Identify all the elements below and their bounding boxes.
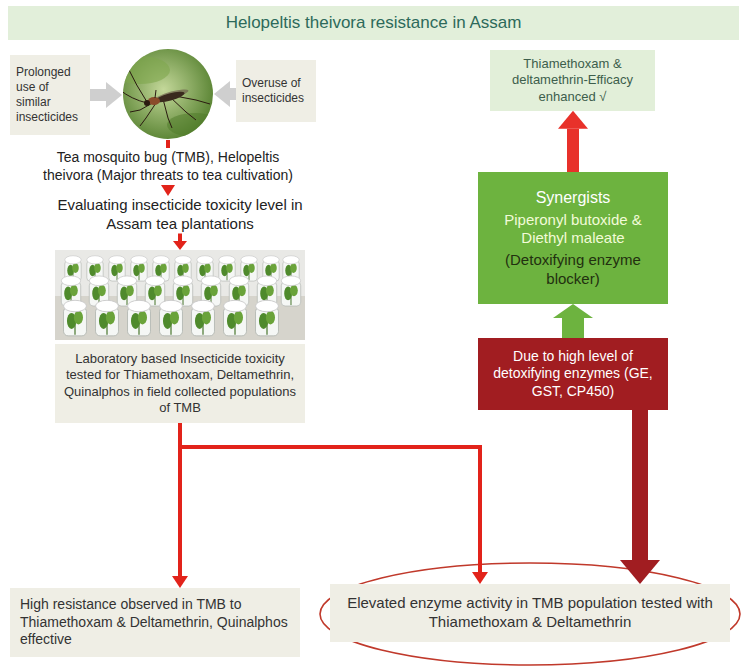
node-text: Laboratory based Insecticide toxicity te… bbox=[55, 344, 305, 423]
node-text: Overuse of insecticides bbox=[242, 76, 310, 106]
title-band: Helopeltis theivora resistance in Assam bbox=[8, 6, 739, 40]
node-subtext: Piperonyl butoxide & Diethyl maleate bbox=[488, 211, 658, 249]
arrow-head bbox=[172, 576, 188, 588]
connector-line bbox=[562, 318, 584, 338]
lab-node: Laboratory based Insecticide toxicity te… bbox=[55, 250, 305, 423]
node-text: Elevated enzyme activity in TMB populati… bbox=[342, 594, 718, 632]
jar bbox=[192, 300, 215, 336]
arrow-head bbox=[553, 304, 593, 318]
connector-line bbox=[90, 89, 106, 101]
jar bbox=[145, 276, 164, 306]
node-text: Evaluating insecticide toxicity level in… bbox=[44, 196, 316, 234]
arrow-head bbox=[472, 572, 488, 584]
step-text: Evaluating insecticide toxicity level in… bbox=[40, 196, 320, 234]
jar bbox=[160, 300, 183, 336]
cause-box: Prolonged use of similar insecticides bbox=[10, 55, 90, 135]
node-text: Tea mosquito bug (TMB), Helopeltis theiv… bbox=[33, 148, 303, 185]
flow-arrow bbox=[173, 234, 187, 251]
node-text: Due to high level of detoxifying enzymes… bbox=[488, 348, 658, 401]
arrow-head bbox=[161, 185, 175, 196]
node-text: Prolonged use of similar insecticides bbox=[16, 65, 84, 125]
diagram-title: Helopeltis theivora resistance in Assam bbox=[226, 12, 522, 33]
connector-line bbox=[632, 410, 648, 560]
node-text: Synergists bbox=[488, 188, 658, 208]
insect-horn bbox=[155, 90, 156, 98]
jar bbox=[96, 300, 119, 336]
jar bbox=[224, 300, 247, 336]
block-arrow bbox=[558, 111, 588, 172]
jar bbox=[128, 300, 151, 336]
arrow-head bbox=[558, 111, 588, 129]
connector-line bbox=[178, 234, 182, 242]
arrow-head bbox=[106, 82, 122, 108]
insect-figure bbox=[110, 56, 223, 137]
leaf-blur bbox=[167, 113, 223, 137]
node-text: High resistance observed in TMB to Thiam… bbox=[20, 596, 290, 649]
arrow-head bbox=[620, 560, 660, 584]
arrow-head bbox=[214, 81, 230, 107]
connector-line bbox=[180, 423, 480, 572]
node-subtext: (Detoxifying enzyme blocker) bbox=[488, 251, 658, 289]
flow-arrow bbox=[180, 423, 488, 584]
jar bbox=[256, 300, 279, 336]
synergist-box: SynergistsPiperonyl butoxide & Diethyl m… bbox=[478, 172, 668, 304]
connector-line bbox=[567, 129, 579, 172]
cause-box: Overuse of insecticides bbox=[236, 60, 316, 122]
jar bbox=[64, 300, 87, 336]
block-arrow bbox=[620, 410, 660, 584]
insect-head bbox=[144, 100, 150, 106]
block-arrow bbox=[553, 304, 593, 338]
block-arrow bbox=[90, 82, 122, 108]
insect-legs bbox=[120, 68, 210, 128]
node-text: Thiamethoxam & deltamethrin-Efficacy enh… bbox=[498, 56, 647, 105]
jar-row bbox=[64, 300, 279, 336]
leaf-blur bbox=[110, 56, 170, 84]
photo-node: Tea mosquito bug (TMB), Helopeltis theiv… bbox=[122, 48, 214, 140]
block-arrow bbox=[214, 81, 236, 107]
jar bbox=[281, 276, 300, 306]
highlight-ellipse bbox=[320, 563, 740, 665]
cause-box: Due to high level of detoxifying enzymes… bbox=[478, 338, 668, 410]
finding-box: Elevated enzyme activity in TMB populati… bbox=[330, 584, 730, 642]
result-box: Thiamethoxam & deltamethrin-Efficacy enh… bbox=[490, 50, 655, 111]
arrow-head bbox=[173, 241, 187, 250]
finding-box: High resistance observed in TMB to Thiam… bbox=[10, 588, 300, 657]
lab-photo bbox=[55, 250, 305, 340]
